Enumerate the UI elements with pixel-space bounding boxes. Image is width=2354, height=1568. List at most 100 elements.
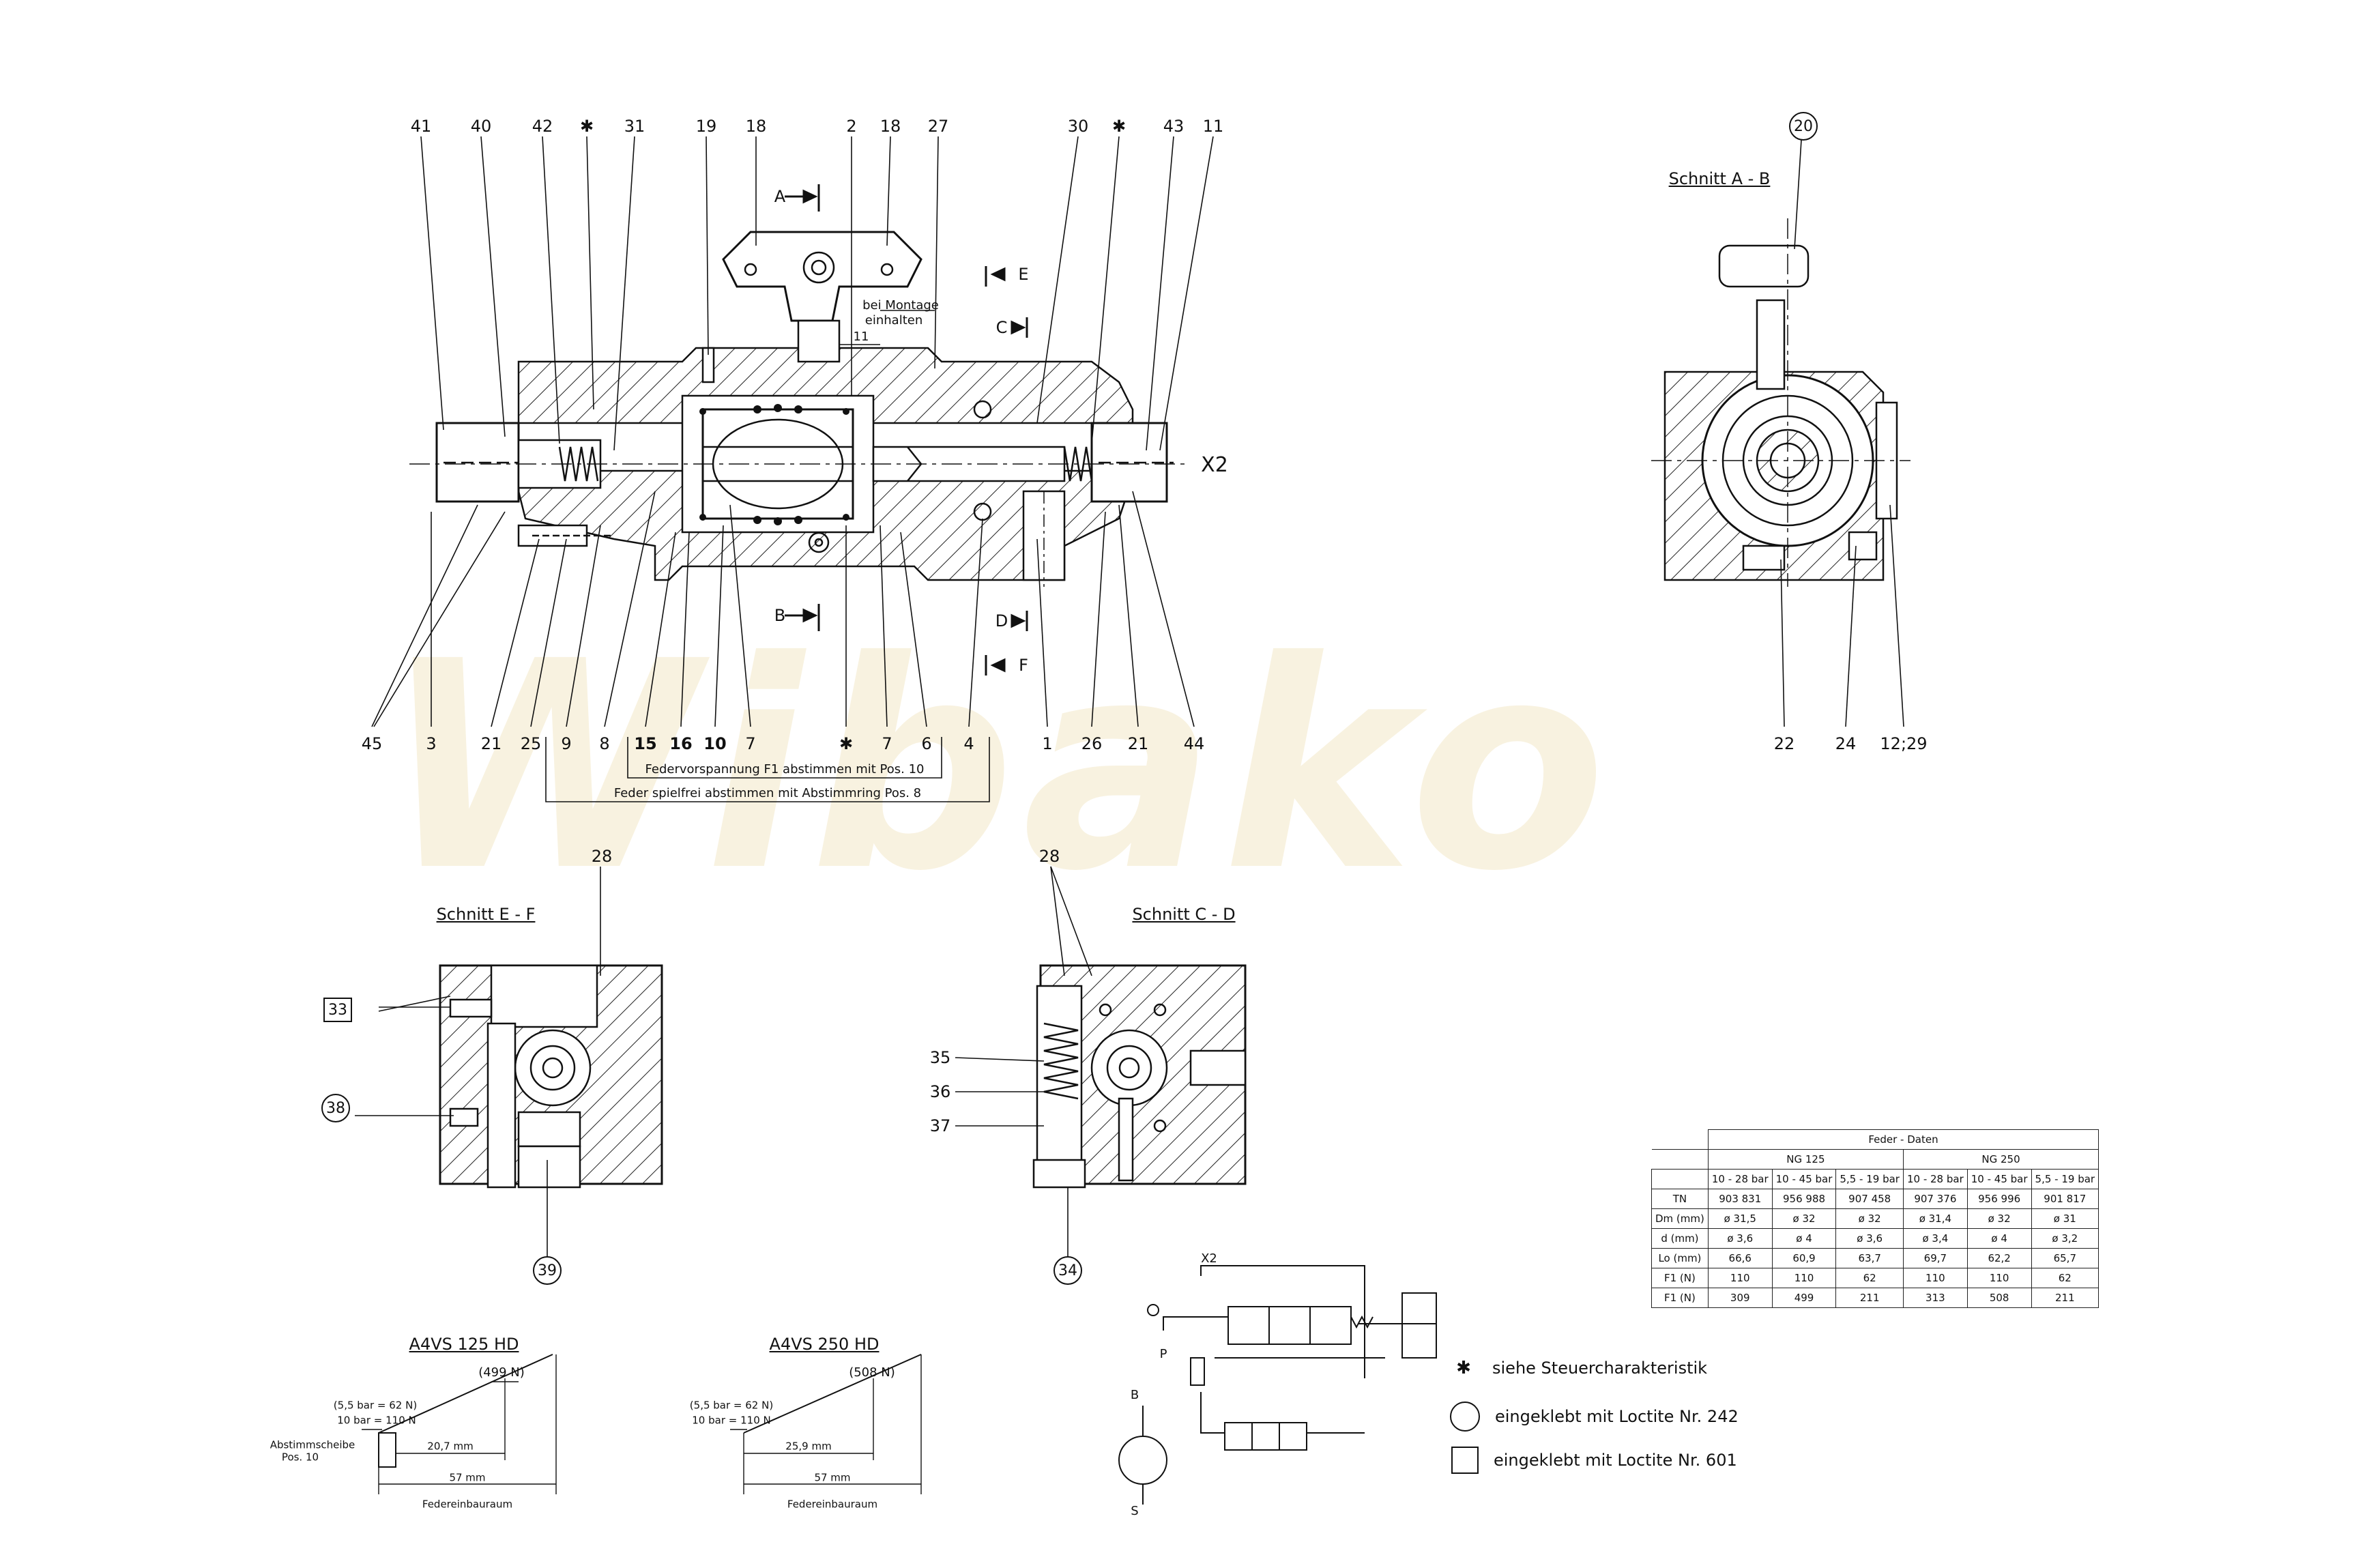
cell: 110 (1966, 1268, 2032, 1288)
range-header: 10 - 28 bar (1707, 1169, 1773, 1189)
cell: 901 817 (2031, 1189, 2099, 1209)
section-mark-a: A (774, 187, 786, 206)
cell: 309 (1707, 1288, 1773, 1308)
cell: 65,7 (2031, 1248, 2099, 1268)
hydraulic-b: B (1130, 1388, 1139, 1402)
section-mark-b: B (774, 606, 786, 625)
graph-125-caption: Federeinbauraum (422, 1498, 513, 1511)
graph-250-label-55: (5,5 bar = 62 N) (689, 1399, 774, 1412)
section-ef-view (355, 867, 663, 1269)
cell: 313 (1902, 1288, 1968, 1308)
part-label: 7 (882, 734, 892, 753)
range-header: 5,5 - 19 bar (1835, 1169, 1904, 1189)
section-mark-e: E (1018, 265, 1029, 284)
table-row: F1 (N) 110 110 62 110 110 62 (1651, 1268, 2099, 1288)
row-label: d (mm) (1651, 1228, 1709, 1249)
callout-square: 33 (323, 998, 352, 1022)
section-ab-title: Schnitt A - B (1668, 169, 1771, 188)
part-label: 40 (470, 117, 492, 136)
part-label: 15 (634, 734, 657, 753)
row-label: Dm (mm) (1651, 1208, 1709, 1229)
graph-250-top-value: (508 N) (849, 1365, 895, 1380)
part-label: 12;29 (1880, 734, 1928, 753)
part-label: 3 (426, 734, 437, 753)
part-label: 35 (929, 1048, 951, 1067)
montage-dim: 11 (853, 330, 869, 344)
legend-item: ✱ siehe Steuercharakteristik (1450, 1358, 1707, 1378)
part-label: 21 (480, 734, 502, 753)
graph-250-dim-long: 57 mm (814, 1471, 851, 1484)
part-label: 10 (703, 734, 727, 753)
range-header: 10 - 45 bar (1771, 1169, 1837, 1189)
table-row: d (mm) ø 3,6 ø 4 ø 3,6 ø 3,4 ø 4 ø 3,2 (1651, 1228, 2099, 1249)
port-x2-label: X2 (1201, 453, 1228, 477)
part-label: 28 (591, 847, 613, 866)
range-header: 5,5 - 19 bar (2031, 1169, 2099, 1189)
cell: 69,7 (1902, 1248, 1968, 1268)
graph-125 (362, 1354, 557, 1494)
part-label: 28 (1038, 847, 1060, 866)
cell: 956 996 (1966, 1189, 2032, 1209)
legend-text: siehe Steuercharakteristik (1492, 1359, 1708, 1378)
callout-circle: 34 (1054, 1256, 1082, 1285)
group-header: NG 250 (1902, 1149, 2099, 1170)
legend-text: eingeklebt mit Loctite Nr. 242 (1495, 1407, 1739, 1426)
note-f1: Federvorspannung F1 abstimmen mit Pos. 1… (645, 762, 925, 776)
row-label: F1 (N) (1651, 1268, 1709, 1288)
part-label: 6 (921, 734, 932, 753)
section-cd-title: Schnitt C - D (1132, 905, 1236, 924)
part-label: 42 (532, 117, 553, 136)
graph-125-label-55: (5,5 bar = 62 N) (333, 1399, 418, 1412)
part-label: 45 (361, 734, 383, 753)
note-spiel: Feder spielfrei abstimmen mit Abstimmrin… (613, 786, 922, 800)
cell: 903 831 (1707, 1189, 1773, 1209)
cell: ø 3,4 (1902, 1228, 1968, 1249)
cell: 63,7 (1835, 1248, 1904, 1268)
graph-250-title: A4VS 250 HD (769, 1335, 880, 1354)
cell: 211 (2031, 1288, 2099, 1308)
montage-note-1: bei Montage (862, 298, 939, 313)
graph-125-label-10: 10 bar = 110 N (337, 1414, 416, 1427)
section-mark-f: F (1019, 656, 1028, 675)
spring-data-table: Feder - Daten NG 125 NG 250 10 - 28 bar … (1651, 1129, 2099, 1308)
cell: 66,6 (1707, 1248, 1773, 1268)
legend-item: eingeklebt mit Loctite Nr. 242 (1450, 1402, 1739, 1432)
part-label: 30 (1067, 117, 1089, 136)
cell: 907 376 (1902, 1189, 1968, 1209)
cell: ø 4 (1771, 1228, 1837, 1249)
cell: 60,9 (1771, 1248, 1837, 1268)
hydraulic-schematic (1118, 1265, 1437, 1505)
row-label: Lo (mm) (1651, 1248, 1709, 1268)
table-row: F1 (N) 309 499 211 313 508 211 (1651, 1288, 2099, 1308)
section-mark-c: C (996, 318, 1008, 337)
cell: 211 (1835, 1288, 1904, 1308)
part-label: 36 (929, 1082, 951, 1101)
part-label: 44 (1183, 734, 1205, 753)
cell: 499 (1771, 1288, 1837, 1308)
callout-circle: 38 (321, 1094, 350, 1122)
part-label: ✱ (839, 734, 854, 753)
section-mark-d: D (995, 611, 1008, 630)
callout-circle: 20 (1789, 112, 1818, 141)
row-label: F1 (N) (1651, 1288, 1709, 1308)
graph-125-title: A4VS 125 HD (409, 1335, 519, 1354)
square-icon (1451, 1447, 1479, 1474)
part-label: ✱ (1111, 117, 1127, 136)
cell: ø 4 (1966, 1228, 2032, 1249)
section-cut-marks (785, 184, 1028, 676)
note-brackets (545, 737, 990, 802)
cell: ø 31,4 (1902, 1208, 1968, 1229)
range-header: 10 - 28 bar (1902, 1169, 1968, 1189)
hydraulic-s: S (1131, 1504, 1139, 1518)
part-label: 11 (1202, 117, 1224, 136)
leader-lines-top (420, 136, 1214, 451)
circle-icon (1450, 1402, 1480, 1432)
part-label: 16 (669, 734, 693, 753)
cell: 956 988 (1771, 1189, 1837, 1209)
part-label: 21 (1127, 734, 1149, 753)
legend-text: eingeklebt mit Loctite Nr. 601 (1494, 1451, 1737, 1470)
cell: 62 (2031, 1268, 2099, 1288)
table-row: Dm (mm) ø 31,5 ø 32 ø 32 ø 31,4 ø 32 ø 3… (1651, 1208, 2099, 1229)
part-label: 8 (599, 734, 610, 753)
